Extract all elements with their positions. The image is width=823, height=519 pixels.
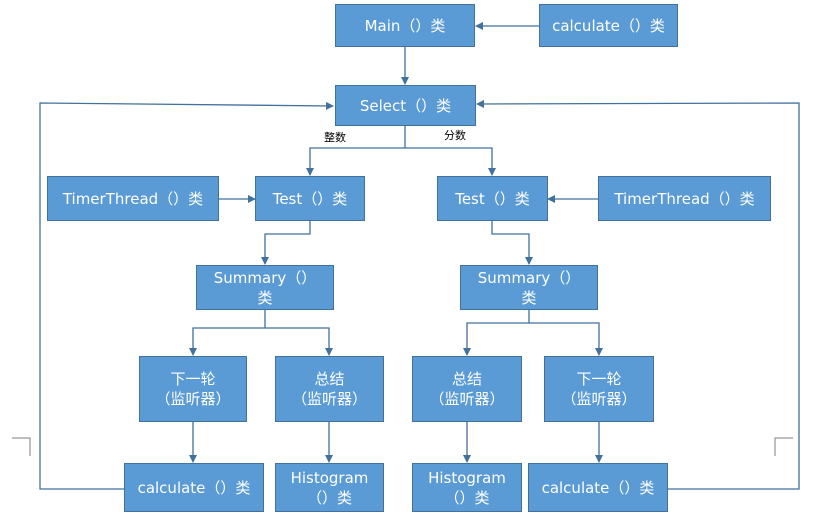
- timerthread-left-class-box: TimerThread（）类: [47, 176, 219, 221]
- crop-mark-right: [774, 437, 793, 456]
- calculate-bottom-right-class-box: calculate（）类: [528, 463, 668, 512]
- calculate-bottom-left-class-box: calculate（）类: [124, 463, 264, 512]
- edge-loop-right-to-select: [476, 99, 800, 490]
- main-class-box: Main（）类: [335, 4, 475, 47]
- conclude-right-listener-box: 总结 （监听器）: [412, 356, 522, 422]
- edge-test-right-to-summary-right: [491, 221, 533, 265]
- edge-label-integer: 整数: [324, 131, 346, 144]
- timerthread-right-class-box: TimerThread（）类: [598, 176, 771, 221]
- edge-select-to-test-left: [306, 126, 406, 176]
- edge-summary-right-to-next-right: [529, 322, 603, 356]
- edge-summary-left-to-conclude-left: [265, 327, 333, 356]
- select-class-box: Select（）类: [335, 85, 476, 126]
- summary-right-class-box: Summary（） 类: [460, 265, 598, 310]
- next-round-right-listener-box: 下一轮 （监听器）: [544, 356, 654, 422]
- edge-summary-right-to-conclude-right: [463, 310, 530, 356]
- edge-label-fraction: 分数: [444, 129, 466, 142]
- histogram-left-class-box: Histogram （）类: [275, 463, 384, 512]
- summary-left-class-box: Summary（） 类: [196, 265, 334, 310]
- edge-loop-left-to-select: [39, 101, 334, 490]
- calculate-top-class-box: calculate（）类: [539, 4, 678, 47]
- histogram-right-class-box: Histogram （）类: [412, 463, 522, 512]
- edge-test-left-to-summary-left: [261, 221, 311, 265]
- test-left-class-box: Test（）类: [255, 176, 365, 221]
- conclude-left-listener-box: 总结 （监听器）: [275, 356, 384, 422]
- crop-mark-left: [12, 437, 31, 456]
- test-right-class-box: Test（）类: [437, 176, 548, 221]
- edge-select-to-test-right: [405, 147, 496, 176]
- edge-summary-left-to-next-left: [189, 310, 266, 356]
- next-round-left-listener-box: 下一轮 （监听器）: [139, 356, 247, 422]
